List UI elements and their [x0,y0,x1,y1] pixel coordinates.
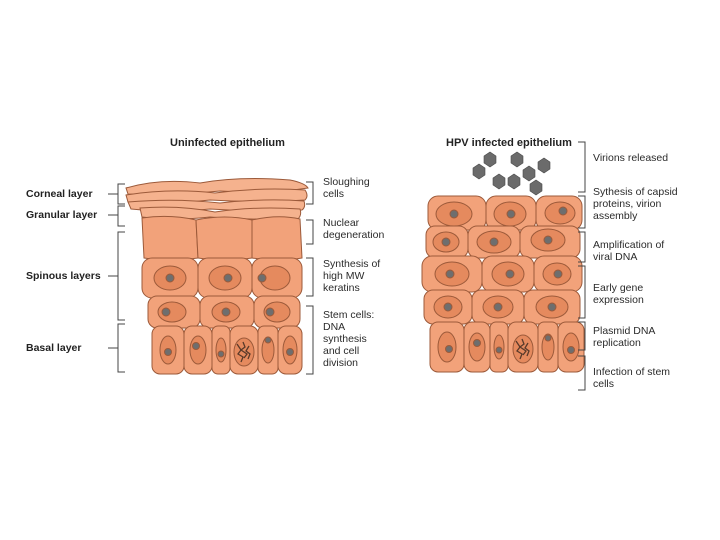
annotation-viral-dna-amplification: Amplification of viral DNA [593,239,665,263]
layer-label-corneal: Corneal layer [26,188,93,200]
uninfected-title: Uninfected epithelium [170,137,285,149]
annotation-sloughing: Sloughing cells [323,176,370,200]
infected-basal-cells [429,321,585,373]
bracket-basal [108,323,125,373]
annotation-stem-cells: Stem cells: DNA synthesis and cell divis… [323,309,375,369]
layer-label-spinous: Spinous layers [26,270,101,282]
uninfected-epithelium [125,178,309,375]
annotation-keratin-synthesis: Synthesis of high MW keratins [323,258,381,294]
infected-mitotic-chromosomes [515,338,530,360]
annotation-capsid-synthesis: Sythesis of capsid proteins, virion asse… [593,186,678,222]
layer-brackets [108,183,125,373]
infected-spinous-row1 [425,225,581,259]
infected-spinous-row2 [421,255,583,293]
annotation-nuclear-degeneration: Nuclear degeneration [323,217,385,241]
infected-upper-cells [427,195,583,231]
spinous-cells-row1 [141,257,303,299]
corneal-cells [125,178,309,220]
mitotic-chromosomes [236,341,251,363]
infected-epithelium [421,151,585,373]
infected-spinous-row3 [423,289,581,325]
basal-cells [151,325,303,375]
annotation-stem-cell-infection: Infection of stem cells [593,366,671,390]
layer-label-basal: Basal layer [26,342,82,354]
annotation-plasmid-replication: Plasmid DNA replication [593,325,656,349]
bracket-spinous [108,231,125,321]
uninfected-annotation-brackets [306,181,314,375]
bracket-granular [108,205,125,227]
infected-annotation-brackets [578,141,586,391]
layer-label-granular: Granular layer [26,209,98,221]
annotation-early-gene-expression: Early gene expression [593,282,644,306]
annotation-virions-released: Virions released [593,152,669,164]
granular-cells [141,215,303,261]
infected-title: HPV infected epithelium [446,137,572,149]
spinous-cells-row2 [147,295,301,329]
bracket-corneal [108,183,125,205]
virions [472,151,551,196]
